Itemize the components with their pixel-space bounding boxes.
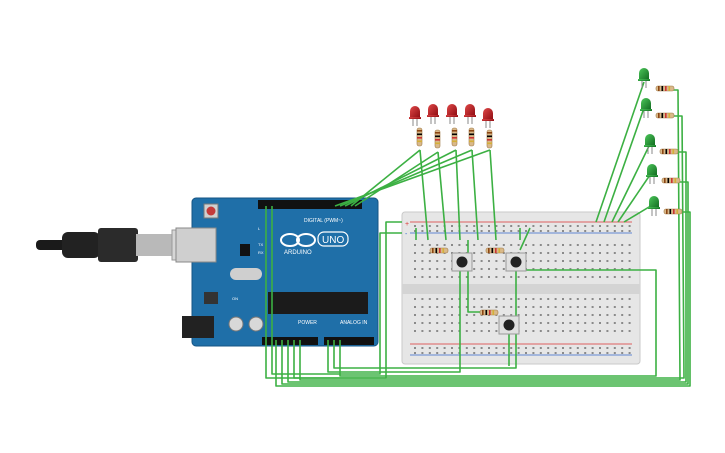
green-led-4 <box>646 164 658 184</box>
wire-21 <box>265 206 402 379</box>
wire-10 <box>489 149 497 241</box>
resistor-green-led-5 <box>663 208 683 215</box>
digital-header <box>258 200 362 209</box>
resistor-green-led-4 <box>661 177 681 184</box>
resistor-green-led-1 <box>655 85 675 92</box>
microcontroller-chip <box>268 292 368 314</box>
pushbutton-1[interactable] <box>451 252 473 272</box>
resistor-red-led-5 <box>486 129 493 149</box>
wire-5 <box>334 149 491 207</box>
green-led-3 <box>644 134 656 154</box>
wire-8 <box>455 149 461 241</box>
leds <box>409 68 660 216</box>
wire-22 <box>271 206 402 375</box>
wire-11 <box>595 81 645 223</box>
red-led-3 <box>446 104 458 124</box>
wire-14 <box>617 171 653 223</box>
on-label: ON <box>232 296 238 301</box>
wire-18 <box>287 151 687 383</box>
l-label: L <box>258 226 261 231</box>
rail-plus: + <box>405 221 409 228</box>
red-led-2 <box>427 104 439 124</box>
resistor-red-led-4 <box>468 127 475 147</box>
breadboard-holes <box>414 225 631 354</box>
wire-7 <box>437 151 447 241</box>
wire-19 <box>281 181 689 385</box>
model-text: UNO <box>322 235 344 246</box>
power-header <box>262 337 318 345</box>
arduino-board: ARDUINO UNO DIGITAL (PWM~) POWER ANALOG … <box>175 197 379 347</box>
crystal <box>230 268 262 280</box>
wire-25 <box>339 269 657 377</box>
usb-cable <box>36 228 205 262</box>
reset-button[interactable] <box>206 206 216 216</box>
pushbutton-2[interactable] <box>505 252 527 272</box>
green-led-2 <box>640 98 652 118</box>
wire-6 <box>419 149 429 241</box>
tx-label: TX <box>258 242 263 247</box>
arduino-logo-text: ARDUINO <box>284 250 312 256</box>
digital-label: DIGITAL (PWM~) <box>304 218 343 224</box>
wire-29 <box>519 227 531 251</box>
rail-minus: - <box>405 231 408 238</box>
red-led-4 <box>464 104 476 124</box>
resistor-green-led-2 <box>655 112 675 119</box>
resistor-red-led-3 <box>451 127 458 147</box>
wire-17 <box>293 115 685 379</box>
green-led-1 <box>638 68 650 88</box>
wire-13 <box>611 143 651 223</box>
green-led-5 <box>648 196 660 216</box>
resistor-button-3 <box>479 309 499 316</box>
power-label: POWER <box>298 320 317 326</box>
wire-23 <box>327 270 461 373</box>
resistor-red-led-1 <box>416 127 423 147</box>
resistor-green-led-3 <box>659 148 679 155</box>
analog-header <box>324 337 374 345</box>
resistor-button-2 <box>485 247 505 254</box>
arduino-logo-icon <box>280 233 316 247</box>
analog-label: ANALOG IN <box>340 320 368 326</box>
pushbutton-3[interactable] <box>498 315 520 335</box>
wire-9 <box>471 149 479 241</box>
wire-2 <box>354 151 439 207</box>
wire-16 <box>299 89 681 381</box>
resistors <box>416 85 683 316</box>
resistor-red-led-2 <box>434 129 441 149</box>
breadboard: + - <box>401 211 641 365</box>
rx-label: RX <box>258 250 264 255</box>
power-jack <box>182 316 214 338</box>
wire-20 <box>275 211 691 387</box>
resistor-button-1 <box>429 247 449 254</box>
wires <box>265 81 691 387</box>
wire-12 <box>603 107 645 223</box>
usb-port <box>175 227 217 263</box>
red-led-1 <box>409 106 421 126</box>
red-led-5 <box>482 108 494 128</box>
